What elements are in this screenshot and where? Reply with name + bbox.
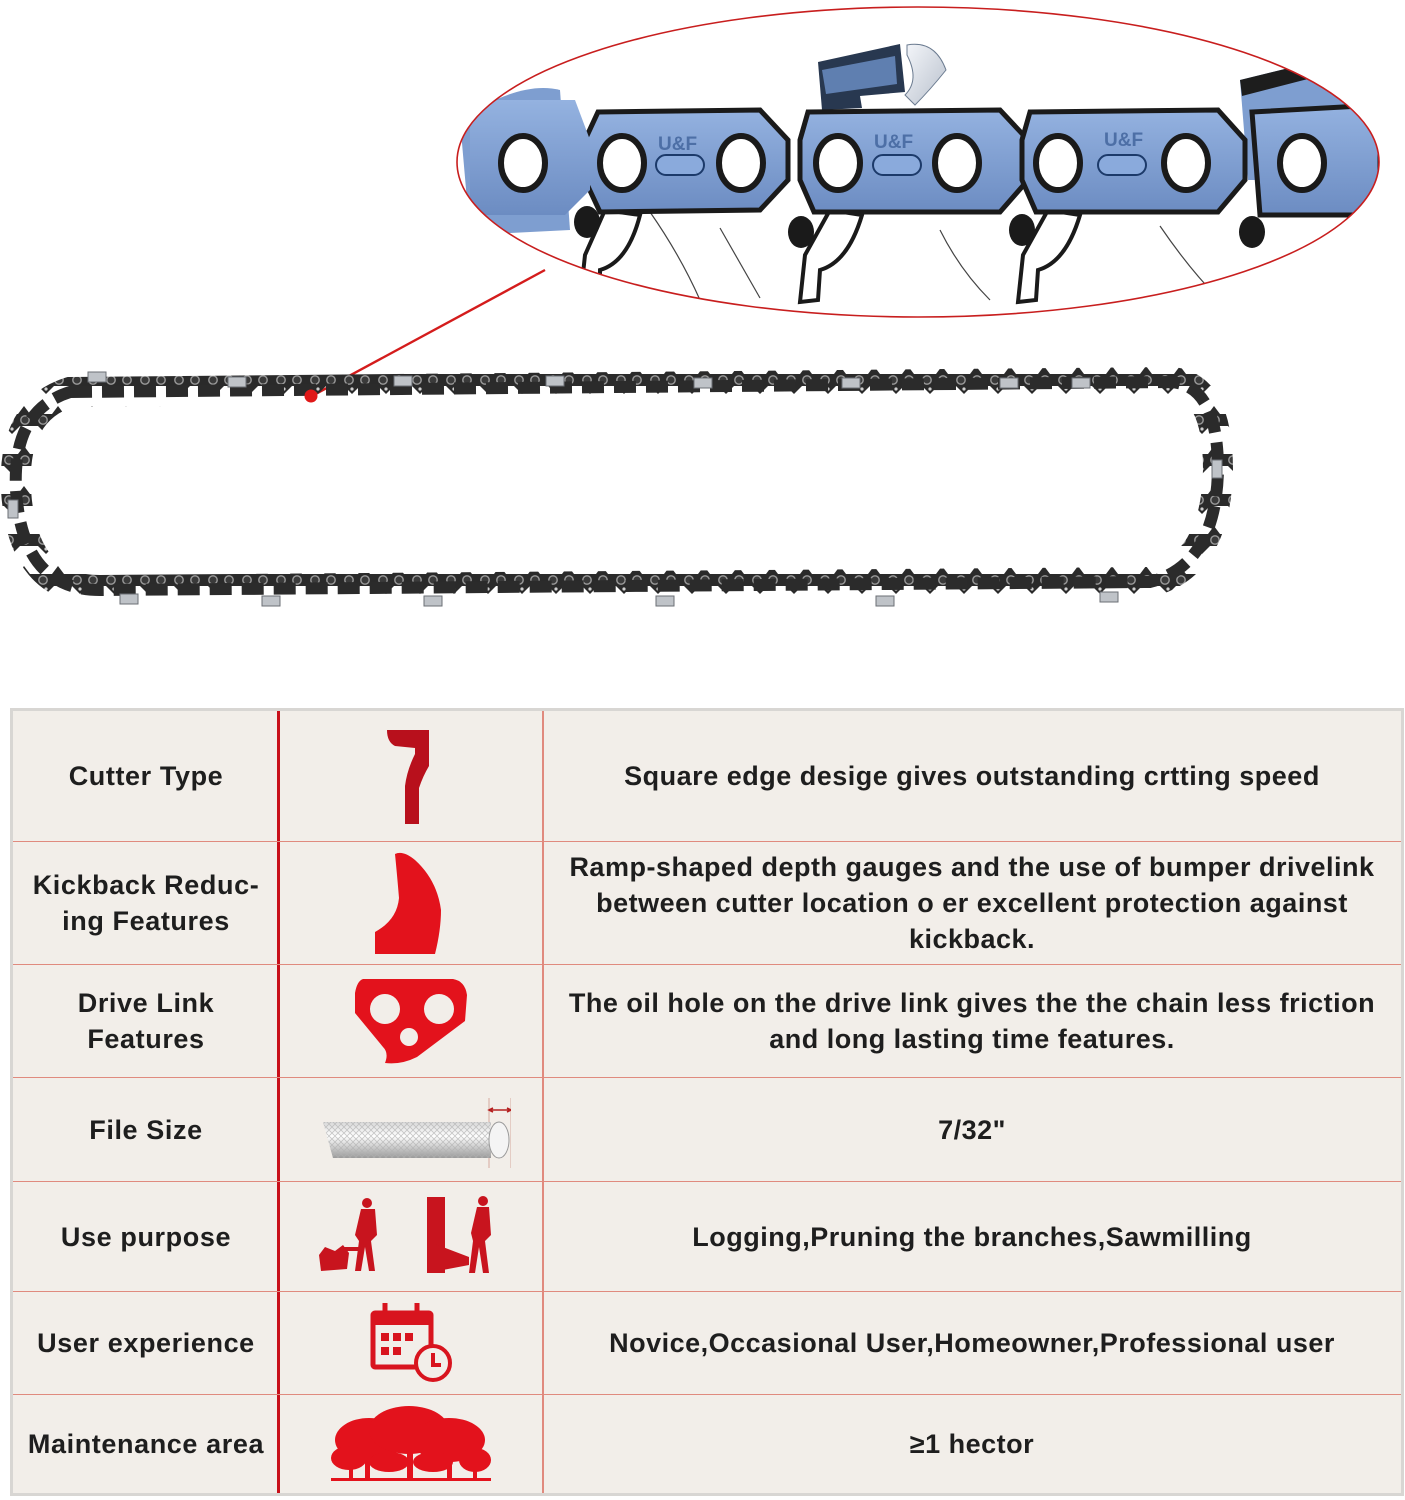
drive-link-icon <box>355 979 467 1064</box>
spec-icon-cell <box>279 1078 543 1181</box>
spec-label: Drive Link Features <box>13 965 279 1077</box>
spec-row-file-size: File Size 7/32" <box>13 1078 1401 1182</box>
spec-label-line: Kickback Reduc- <box>32 870 260 900</box>
magnified-chain-callout: U&F U&F U&F <box>456 6 1380 318</box>
spec-row-drive-link: Drive Link Features The oil hole on the … <box>13 965 1401 1078</box>
calendar-clock-icon <box>370 1303 452 1382</box>
spec-row-kickback: Kickback Reduc- ing Features Ramp-shaped… <box>13 842 1401 965</box>
spec-description: Logging,Pruning the branches,Sawmilling <box>692 1221 1252 1252</box>
column-divider <box>542 711 544 1493</box>
spec-description: The oil hole on the drive link gives the… <box>568 988 1376 1054</box>
square-cutter-icon <box>387 730 429 824</box>
lumberjack-icon <box>319 1195 491 1273</box>
spec-description: 7/32" <box>938 1114 1006 1145</box>
spec-icon-cell <box>279 1292 543 1394</box>
spec-label-line: Drive Link <box>77 988 215 1018</box>
spec-icon-cell <box>279 1395 543 1493</box>
chain-illustration: U&F U&F U&F <box>0 6 1380 607</box>
product-hero-graphic: U&F U&F U&F <box>0 0 1405 700</box>
chain-loop <box>0 366 1234 607</box>
spec-label: User experience <box>37 1328 255 1358</box>
callout-point-marker <box>304 389 318 403</box>
depth-gauge-icon <box>375 852 441 954</box>
specification-table: Cutter Type Square edge desige gives out… <box>10 708 1404 1496</box>
brand-stamp: U&F <box>874 132 913 153</box>
spec-row-cutter-type: Cutter Type Square edge desige gives out… <box>13 711 1401 842</box>
spec-row-user-experience: User experience Novice,Occasional User,H… <box>13 1292 1401 1395</box>
spec-icon-cell <box>279 965 543 1077</box>
spec-description: Ramp-shaped depth gauges and the use of … <box>569 852 1375 954</box>
spec-row-use-purpose: Use purpose Logging,Pruning the branches… <box>13 1182 1401 1292</box>
spec-label: Kickback Reduc- ing Features <box>13 842 279 964</box>
spec-description: Square edge desige gives outstanding crt… <box>624 761 1320 791</box>
spec-label: Use purpose <box>60 1221 232 1252</box>
brand-stamp: U&F <box>1104 130 1143 151</box>
spec-icon-cell <box>279 711 543 841</box>
spec-label: File Size <box>89 1114 203 1145</box>
spec-icon-cell <box>279 1182 543 1291</box>
trees-icon <box>331 1406 491 1481</box>
spec-label: Cutter Type <box>68 761 224 791</box>
brand-stamp: U&F <box>658 134 697 155</box>
spec-label-line: ing Features <box>62 906 230 936</box>
spec-description: ≥1 hector <box>909 1429 1035 1459</box>
spec-row-maintenance-area: Maintenance area <box>13 1395 1401 1493</box>
column-divider <box>277 711 280 1493</box>
spec-label-line: Features <box>87 1024 205 1054</box>
round-file-icon <box>323 1097 511 1168</box>
spec-label: Maintenance area <box>27 1429 265 1459</box>
spec-icon-cell <box>279 842 543 964</box>
spec-description: Novice,Occasional User,Homeowner,Profess… <box>609 1328 1335 1358</box>
